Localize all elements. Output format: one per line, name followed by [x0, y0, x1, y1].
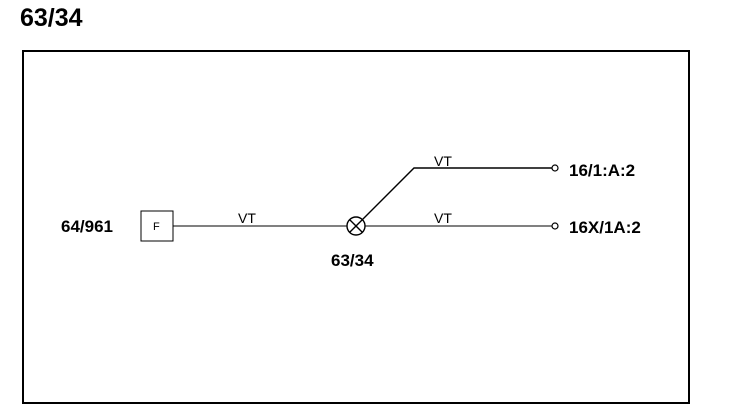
terminal-2-dot — [551, 222, 559, 230]
terminal-2-label: 16X/1A:2 — [569, 218, 641, 237]
fuse-letter: F — [153, 221, 160, 233]
wire-label-terminal-1: VT — [434, 153, 452, 169]
terminal-1-dot — [551, 164, 559, 172]
wire-label-terminal-2: VT — [434, 210, 452, 226]
wire-lamp-to-terminal-1 — [361, 167, 552, 221]
fuse-symbol: F — [140, 210, 174, 242]
page-title: 63/34 — [20, 4, 83, 32]
source-connector-label: 64/961 — [61, 217, 113, 236]
wire-label-source: VT — [238, 210, 256, 226]
diagram-frame — [22, 50, 690, 404]
center-component-label: 63/34 — [331, 251, 374, 270]
fuse-box — [140, 210, 174, 242]
terminal-1-label: 16/1:A:2 — [569, 161, 635, 180]
lamp-icon — [346, 216, 366, 236]
